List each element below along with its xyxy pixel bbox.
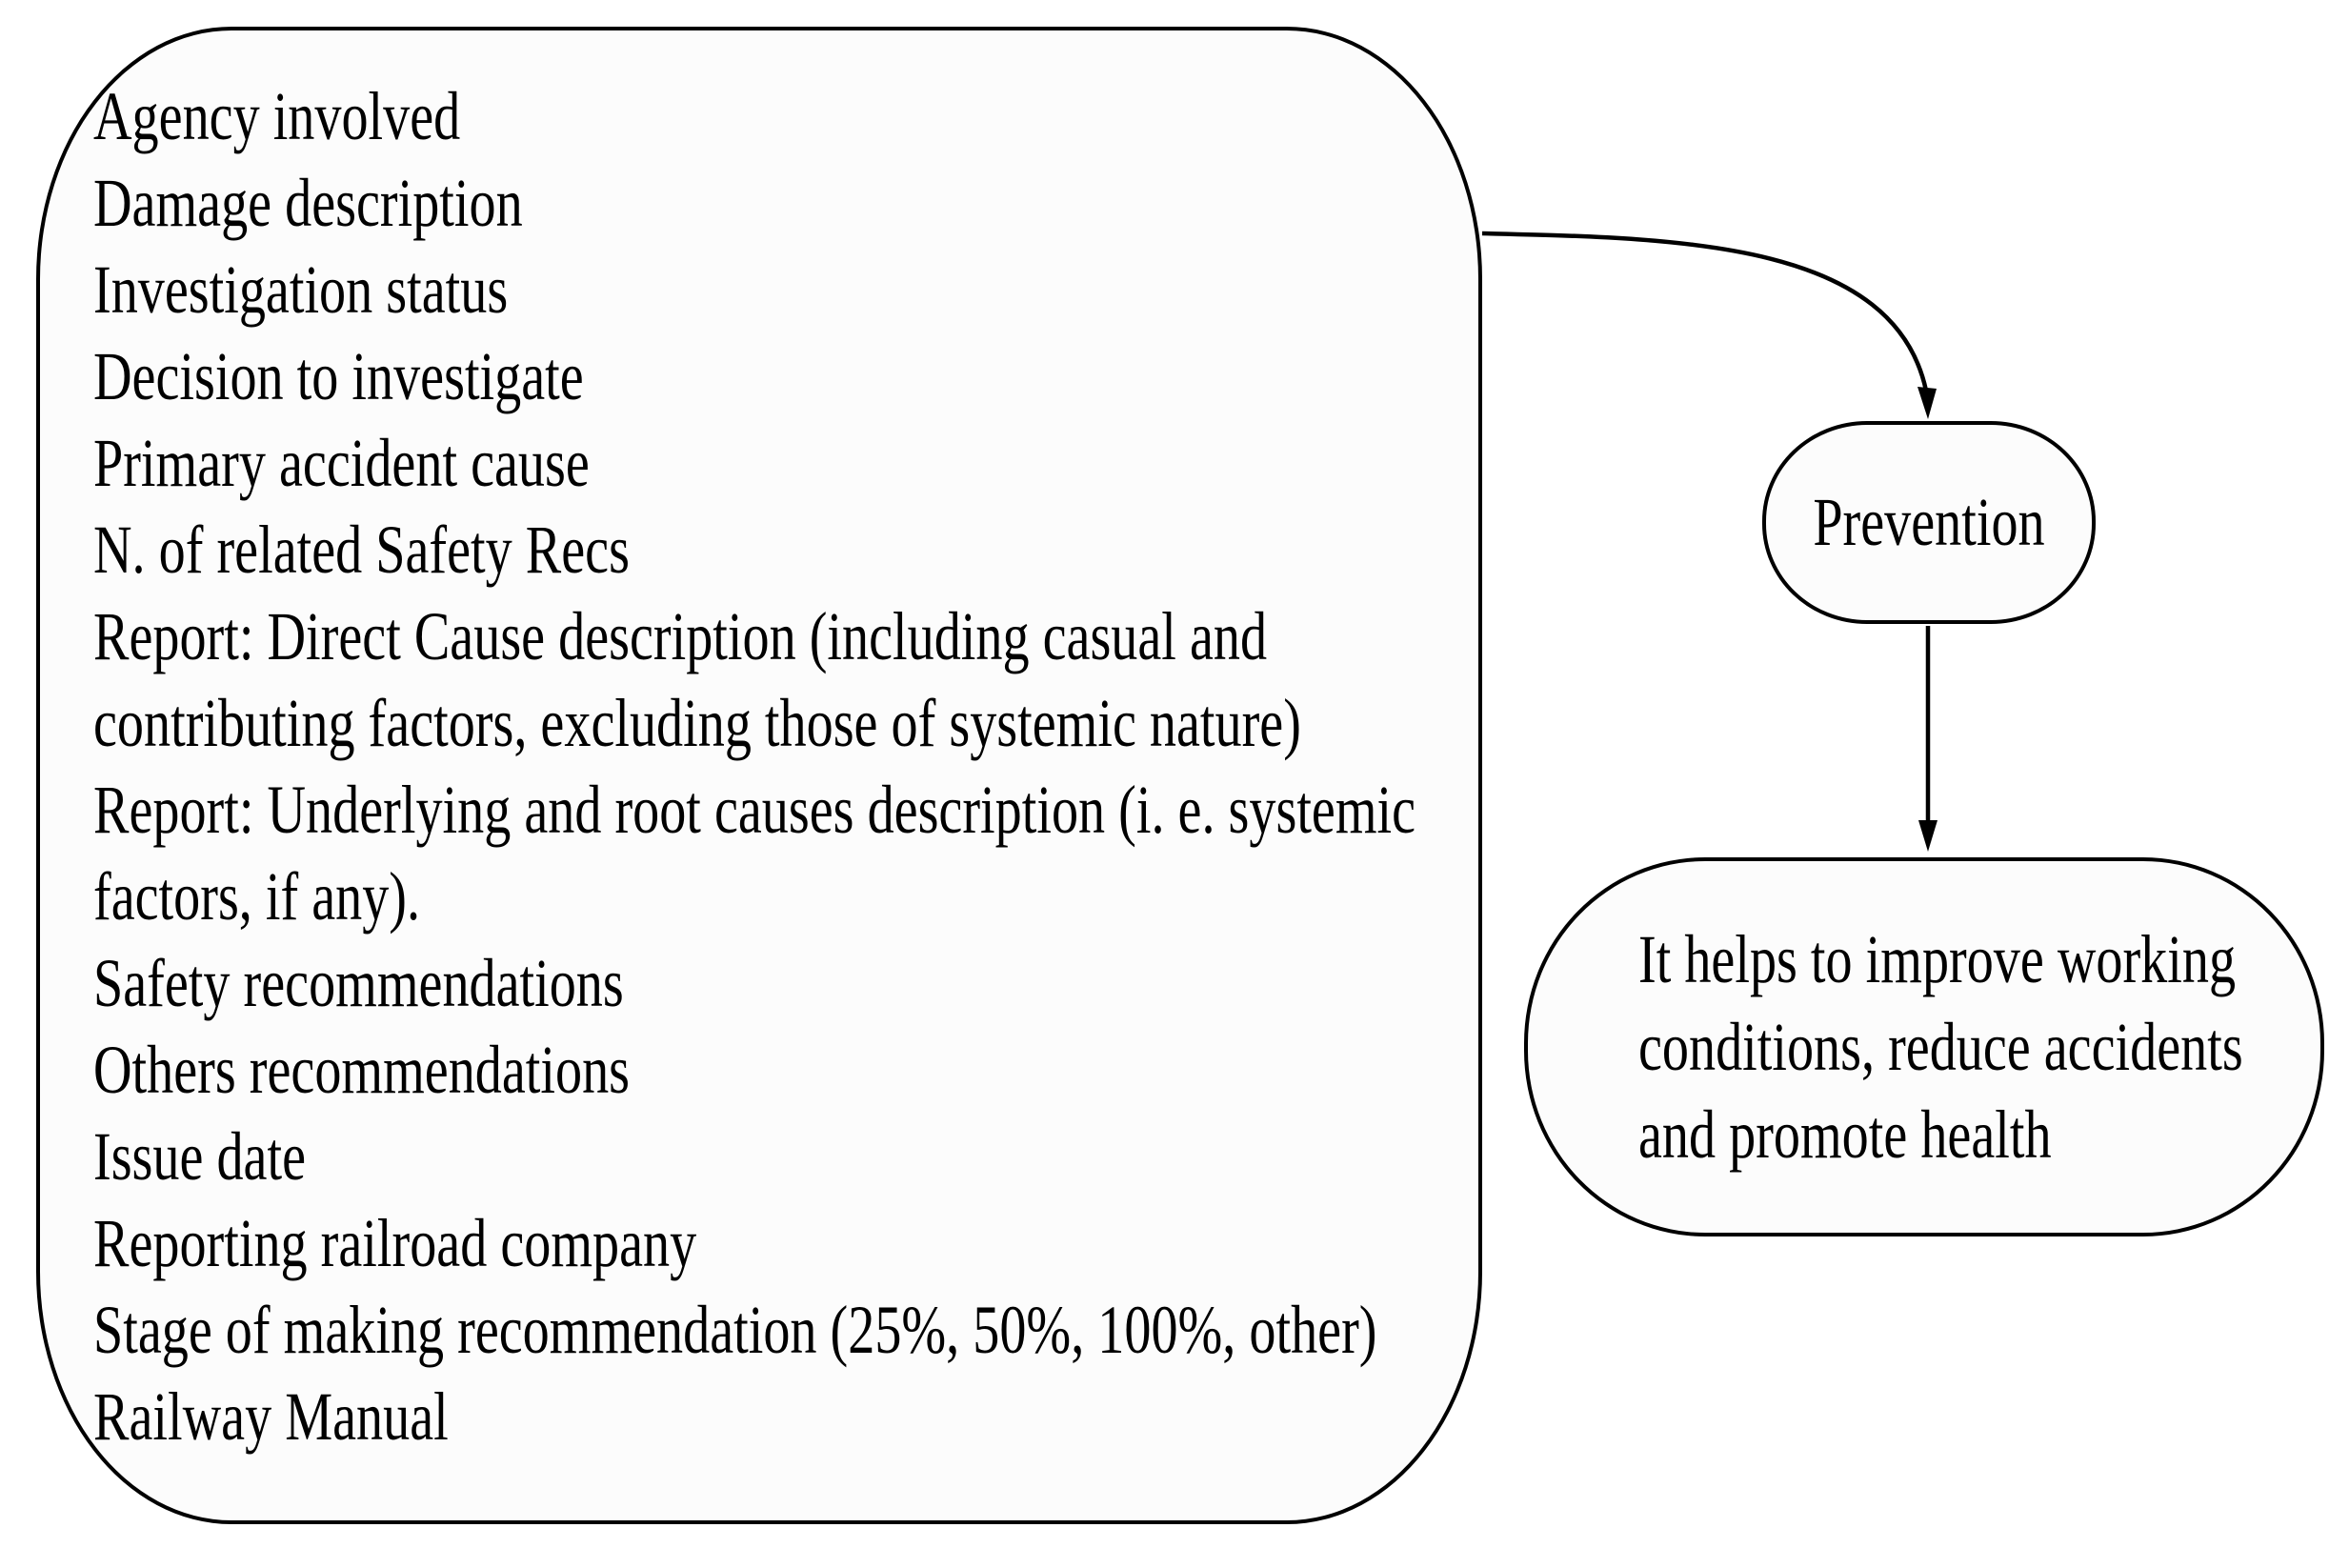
attribute-line-text: Railway Manual [93,1378,449,1455]
attribute-line-text: N. of related Safety Recs [93,512,630,588]
attribute-line: Issue date [93,1114,1450,1200]
attribute-line-text: Report: Direct Cause description (includ… [93,598,1268,674]
arrow-attributes-to-prevention [1481,231,1929,392]
attribute-line: Others recommendations [93,1027,1450,1114]
attribute-line: Primary accident cause [93,420,1450,507]
attribute-line-text: Investigation status [93,251,509,328]
outcome-box: It helps to improve working conditions, … [1524,857,2324,1236]
outcome-line: and promote health [1638,1091,2320,1178]
attribute-line: Report: Underlying and root causes descr… [93,767,1450,854]
attribute-line: Safety recommendations [93,940,1450,1027]
attribute-line: Report: Direct Cause description (includ… [93,593,1450,680]
attribute-line-text: Issue date [93,1118,306,1195]
outcome-line: It helps to improve working [1638,915,2320,1003]
attribute-line-text: Primary accident cause [93,425,590,501]
attribute-line: factors, if any). [93,854,1450,940]
outcome-line-text: It helps to improve working [1638,921,2237,997]
attribute-line: Agency involved [93,73,1450,160]
outcome-line-text: conditions, reduce accidents [1638,1009,2243,1085]
attribute-line-text: Report: Underlying and root causes descr… [93,772,1416,848]
attribute-line: Investigation status [93,247,1450,333]
attribute-line-text: contributing factors, excluding those of… [93,685,1301,761]
outcome-line-text: and promote health [1638,1096,2052,1173]
prevention-label-text: Prevention [1813,484,2045,560]
attribute-line-text: Reporting railroad company [93,1205,697,1281]
attribute-line-text: Safety recommendations [93,945,624,1021]
prevention-box: Prevention [1762,421,2096,624]
attribute-line: Damage description [93,160,1450,247]
attribute-line-text: Damage description [93,165,523,241]
outcome-line: conditions, reduce accidents [1638,1003,2320,1091]
attribute-line-text: Stage of making recommendation (25%, 50%… [93,1292,1377,1368]
attribute-line-text: Others recommendations [93,1032,631,1108]
attribute-line: Reporting railroad company [93,1200,1450,1287]
prevention-label: Prevention [1780,479,2078,566]
attribute-line: Railway Manual [93,1374,1450,1460]
attribute-line: Stage of making recommendation (25%, 50%… [93,1287,1450,1374]
attribute-line-text: Agency involved [93,78,461,154]
attribute-line-text: factors, if any). [93,858,421,935]
attributes-box: Agency involved Damage description Inves… [36,27,1482,1524]
attribute-line: contributing factors, excluding those of… [93,680,1450,767]
attribute-line: Decision to investigate [93,333,1450,420]
arrowhead-prevention-to-outcome [1918,820,1937,852]
attribute-line-text: Decision to investigate [93,338,584,414]
arrowhead-attributes-to-prevention [1917,387,1937,419]
attribute-line: N. of related Safety Recs [93,507,1450,593]
